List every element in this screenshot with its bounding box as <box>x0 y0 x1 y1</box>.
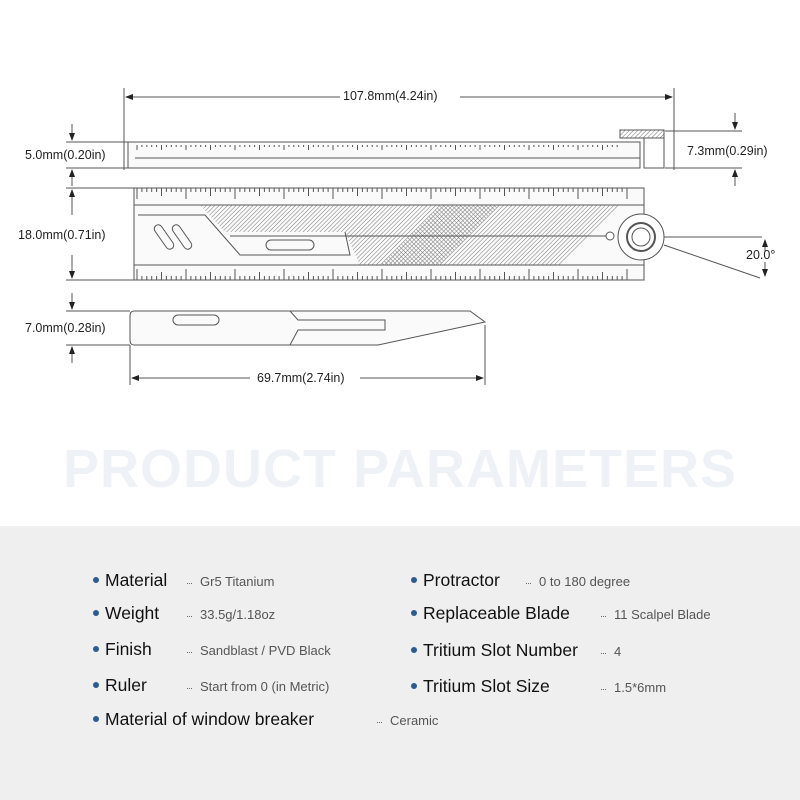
param-value: ··· 4 <box>600 644 621 659</box>
thickness-label: 5.0mm(0.20in) <box>24 148 107 162</box>
param-value-text: 1.5*6mm <box>614 680 667 695</box>
bullet-icon <box>93 682 99 688</box>
param-label-row: Tritium Slot Size <box>411 676 550 697</box>
param-label-row: Protractor <box>411 570 500 591</box>
param-label-row: Replaceable Blade <box>411 603 570 624</box>
separator: ··· <box>600 648 607 658</box>
param-value-text: 11 Scalpel Blade <box>614 607 711 622</box>
width-label: 18.0mm(0.71in) <box>17 228 107 242</box>
param-value-text: 33.5g/1.18oz <box>200 607 276 622</box>
ruler-ticks <box>136 145 628 280</box>
param-value-text: 0 to 180 degree <box>539 574 631 589</box>
separator: ··· <box>186 647 193 657</box>
parameters-panel <box>0 526 800 800</box>
thickness-wheel-label: 7.3mm(0.29in) <box>686 144 769 158</box>
bullet-icon <box>411 577 417 583</box>
bullet-icon <box>93 716 99 722</box>
param-value: ··· 33.5g/1.18oz <box>186 607 275 622</box>
param-label: Finish <box>105 639 152 659</box>
param-value-text: Sandblast / PVD Black <box>200 643 331 658</box>
separator: ··· <box>376 717 383 727</box>
param-value-text: Ceramic <box>390 713 439 728</box>
section-title: PRODUCT PARAMETERS <box>62 439 737 499</box>
separator: ··· <box>600 684 607 694</box>
blade-length-label: 69.7mm(2.74in) <box>256 371 346 385</box>
bullet-icon <box>411 610 417 616</box>
param-value: ··· Start from 0 (in Metric) <box>186 679 329 694</box>
side-view <box>127 129 665 169</box>
param-label-row: Ruler <box>93 675 147 696</box>
param-label: Ruler <box>105 675 147 695</box>
param-label-row: Tritium Slot Number <box>411 640 578 661</box>
separator: ··· <box>600 611 607 621</box>
param-label: Protractor <box>423 570 500 590</box>
param-value: ··· Sandblast / PVD Black <box>186 643 331 658</box>
param-value: ··· Ceramic <box>376 713 438 728</box>
param-label: Tritium Slot Size <box>423 676 550 696</box>
bullet-icon <box>93 577 99 583</box>
bullet-icon <box>93 610 99 616</box>
param-label: Weight <box>105 603 160 623</box>
param-label-row: Weight <box>93 603 159 624</box>
param-value: ··· 11 Scalpel Blade <box>600 607 711 622</box>
top-view <box>133 187 665 281</box>
param-value-text: Start from 0 (in Metric) <box>200 679 330 694</box>
param-label-row: Finish <box>93 639 152 660</box>
overall-length-label: 107.8mm(4.24in) <box>342 89 439 103</box>
bullet-icon <box>411 683 417 689</box>
blade <box>129 310 487 346</box>
angle-label: 20.0° <box>746 248 776 262</box>
param-label: Replaceable Blade <box>423 603 570 623</box>
separator: ··· <box>186 578 193 588</box>
separator: ··· <box>186 683 193 693</box>
param-value-text: 4 <box>614 644 622 659</box>
param-value: ··· 0 to 180 degree <box>525 574 630 589</box>
blade-width-label: 7.0mm(0.28in) <box>24 321 107 335</box>
product-diagram <box>66 88 768 385</box>
param-label: Material of window breaker <box>105 709 315 729</box>
bullet-icon <box>93 646 99 652</box>
param-value: ··· Gr5 Titanium <box>186 574 274 589</box>
bullet-icon <box>411 647 417 653</box>
param-label: Material <box>105 570 168 590</box>
param-label-row: Material of window breaker <box>93 709 314 730</box>
param-value: ··· 1.5*6mm <box>600 680 666 695</box>
param-value-text: Gr5 Titanium <box>200 574 275 589</box>
param-label-row: Material <box>93 570 167 591</box>
separator: ··· <box>525 578 532 588</box>
separator: ··· <box>186 611 193 621</box>
param-label: Tritium Slot Number <box>423 640 578 660</box>
